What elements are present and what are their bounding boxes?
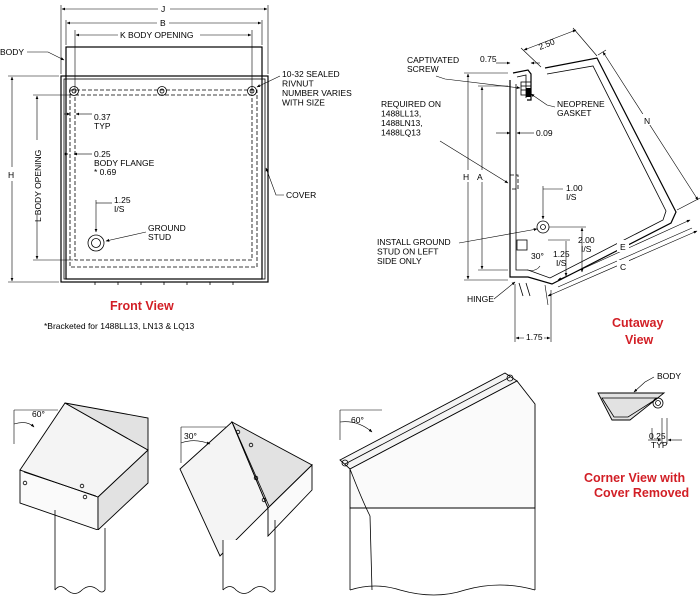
front-cover-outline [60, 75, 269, 283]
dim-j: J [161, 4, 165, 14]
iso-angle-60-a: 60° [32, 409, 45, 419]
iso-60-view: 60° [13, 402, 149, 594]
cutaway-ground-stud-icon [536, 220, 550, 234]
dim-l: L BODY OPENING [33, 150, 43, 222]
cut-dim-h: H [463, 172, 469, 182]
dim-075: 0.75 [480, 54, 497, 64]
iso-angle-60-b: 60° [351, 415, 364, 425]
dim-175: 1.75 [526, 332, 543, 342]
corner-body-label: BODY [657, 371, 681, 381]
ground-stud-icon [87, 234, 105, 252]
dim-009: 0.09 [536, 128, 553, 138]
front-view-title: Front View [110, 299, 174, 313]
dim-h: H [8, 170, 14, 180]
cut-dim-a: A [477, 172, 483, 182]
neoprene-gasket-icon [526, 88, 531, 97]
angle-30-label: 30° [531, 251, 544, 261]
body-opening-outline [74, 94, 253, 261]
front-view: J B K BODY OPENING H L BODY OPENING BODY… [0, 3, 352, 331]
dim-n: N [644, 116, 650, 126]
rivnut-icon [69, 86, 257, 96]
cover-label: COVER [286, 190, 316, 200]
dim-c: C [620, 262, 626, 272]
iso-30-view: 30° [179, 421, 313, 594]
dim-k: K BODY OPENING [120, 30, 194, 40]
body-label: BODY [0, 47, 24, 57]
dim-e: E [620, 242, 626, 252]
front-view-note: *Bracketed for 1488LL13, LN13 & LQ13 [44, 321, 195, 331]
hinge-label: HINGE [467, 294, 494, 304]
iso-angle-30: 30° [184, 431, 197, 441]
dim-b: B [160, 18, 166, 28]
iso-60-long-view: 60° [339, 372, 536, 596]
